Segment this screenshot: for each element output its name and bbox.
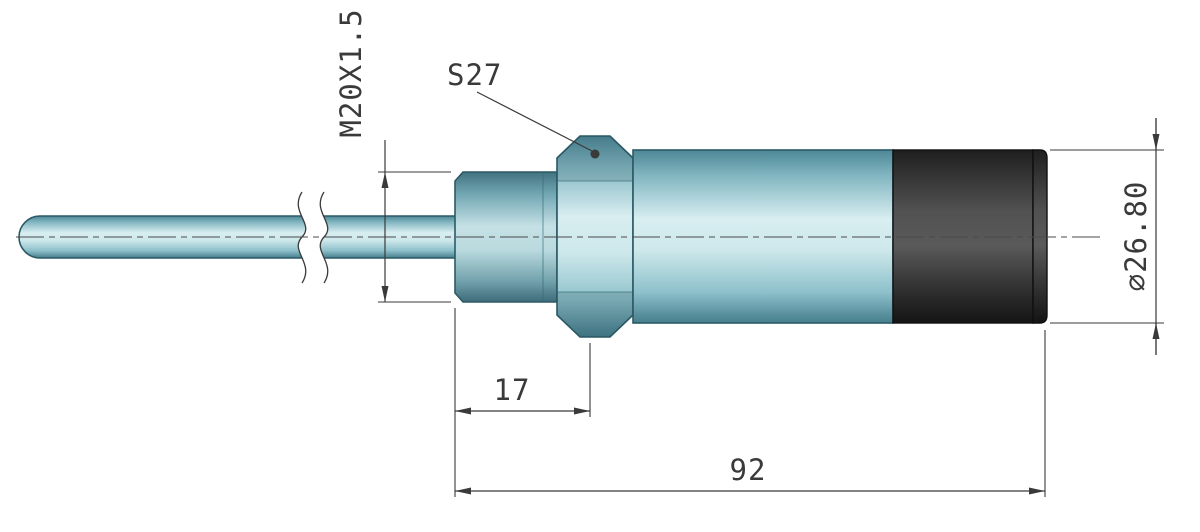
dim-thread-spec: M20X1.5 [334, 8, 451, 303]
dim-length-17: 17 [454, 308, 591, 497]
diameter-label: ⌀26.80 [1119, 181, 1153, 292]
leader-dot [590, 149, 600, 159]
body-length-label: 92 [730, 453, 767, 487]
leader-line [476, 91, 593, 152]
dim-diameter: ⌀26.80 [1050, 118, 1164, 355]
dim-length-92: 92 [455, 330, 1046, 497]
hex-bottom-facet [557, 292, 633, 337]
dim-wrench-leader: S27 [447, 58, 600, 159]
thread-spec-label: M20X1.5 [334, 8, 368, 137]
thread-length-label: 17 [494, 373, 531, 407]
wrench-flats-label: S27 [447, 58, 502, 92]
